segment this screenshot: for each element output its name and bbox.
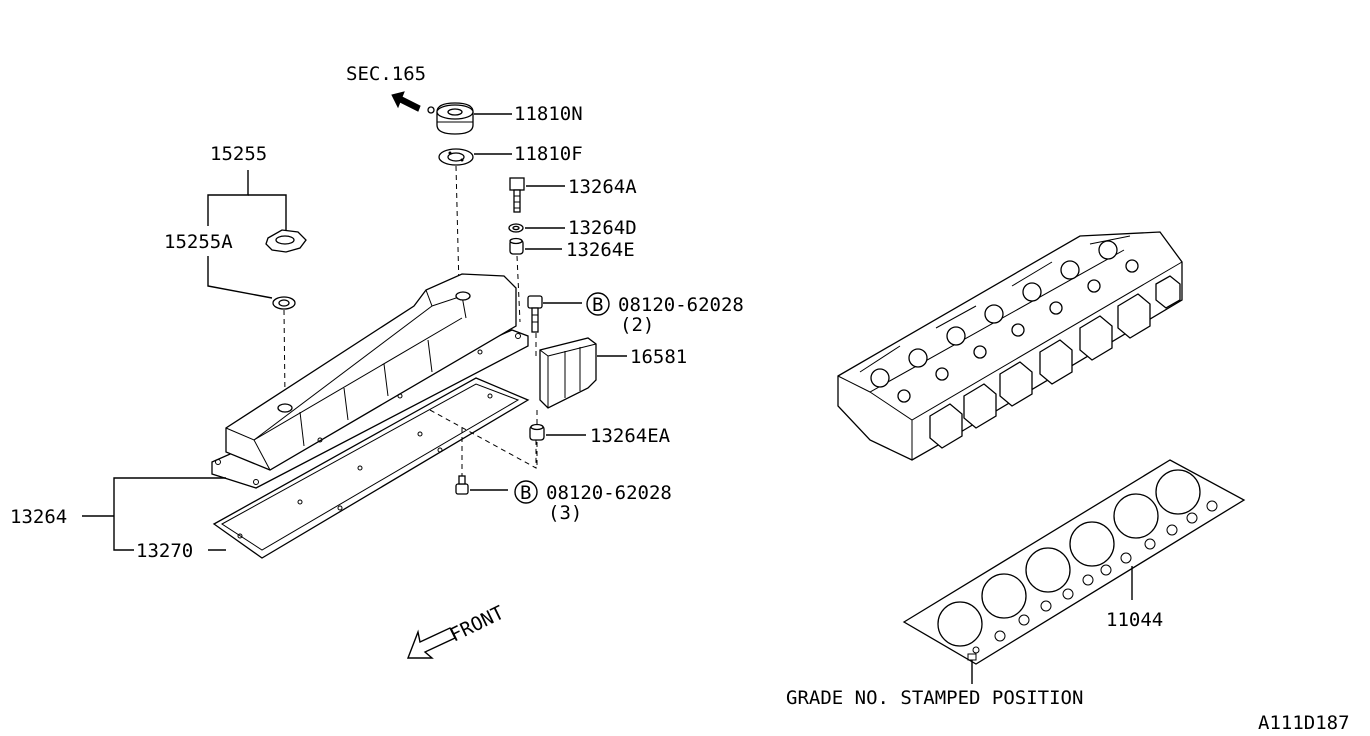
callout-13270[interactable]: 13270	[136, 540, 193, 562]
grommet-part	[509, 237, 524, 255]
callout-13264ea[interactable]: 13264EA	[590, 425, 671, 447]
bolt-b-symbol-upper: B	[586, 292, 610, 316]
cylinder-head-part	[837, 231, 1183, 461]
callout-13264a[interactable]: 13264A	[568, 176, 637, 198]
callout-08120-62028-upper[interactable]: 08120-62028	[618, 294, 744, 316]
callout-15255[interactable]: 15255	[210, 143, 267, 165]
front-arrow-icon	[406, 627, 456, 659]
rocker-cover-part	[211, 273, 529, 489]
oil-filler-cap-part	[265, 229, 307, 253]
head-gasket-part	[902, 459, 1246, 665]
callout-08120-62028-lower[interactable]: 08120-62028	[546, 482, 672, 504]
callout-qty-2: (2)	[620, 314, 654, 336]
drawing-code: A111D187	[1258, 712, 1350, 734]
grommet-a-part	[529, 423, 545, 441]
callout-11810f[interactable]: 11810F	[514, 143, 583, 165]
callout-11044[interactable]: 11044	[1106, 609, 1163, 631]
breather-seal-part	[438, 148, 474, 166]
callout-qty-3: (3)	[548, 502, 582, 524]
callout-16581[interactable]: 16581	[630, 346, 687, 368]
breather-part	[427, 102, 474, 135]
section-ref-label[interactable]: SEC.165	[346, 63, 426, 85]
section-arrow-icon	[391, 91, 421, 112]
callout-15255a[interactable]: 15255A	[164, 231, 233, 253]
front-label: FRONT	[447, 602, 508, 647]
rocker-cover-gasket-part	[212, 377, 530, 559]
grade-stamp-note: GRADE NO. STAMPED POSITION	[786, 687, 1083, 709]
baffle-bolt-part	[527, 295, 543, 333]
bolt-b-letter-upper: B	[592, 294, 603, 316]
callout-11810n[interactable]: 11810N	[514, 103, 583, 125]
bolt-b-letter-lower: B	[520, 482, 531, 504]
bolt-b-symbol-lower: B	[514, 480, 538, 504]
callout-13264[interactable]: 13264	[10, 506, 67, 528]
callout-13264e[interactable]: 13264E	[566, 239, 635, 261]
cap-gasket-part	[272, 296, 296, 310]
washer-part	[508, 223, 524, 233]
baffle-plate-part	[539, 337, 597, 409]
cover-bolt-part	[455, 475, 469, 495]
callout-13264d[interactable]: 13264D	[568, 217, 637, 239]
rocker-bolt-part	[509, 177, 525, 213]
